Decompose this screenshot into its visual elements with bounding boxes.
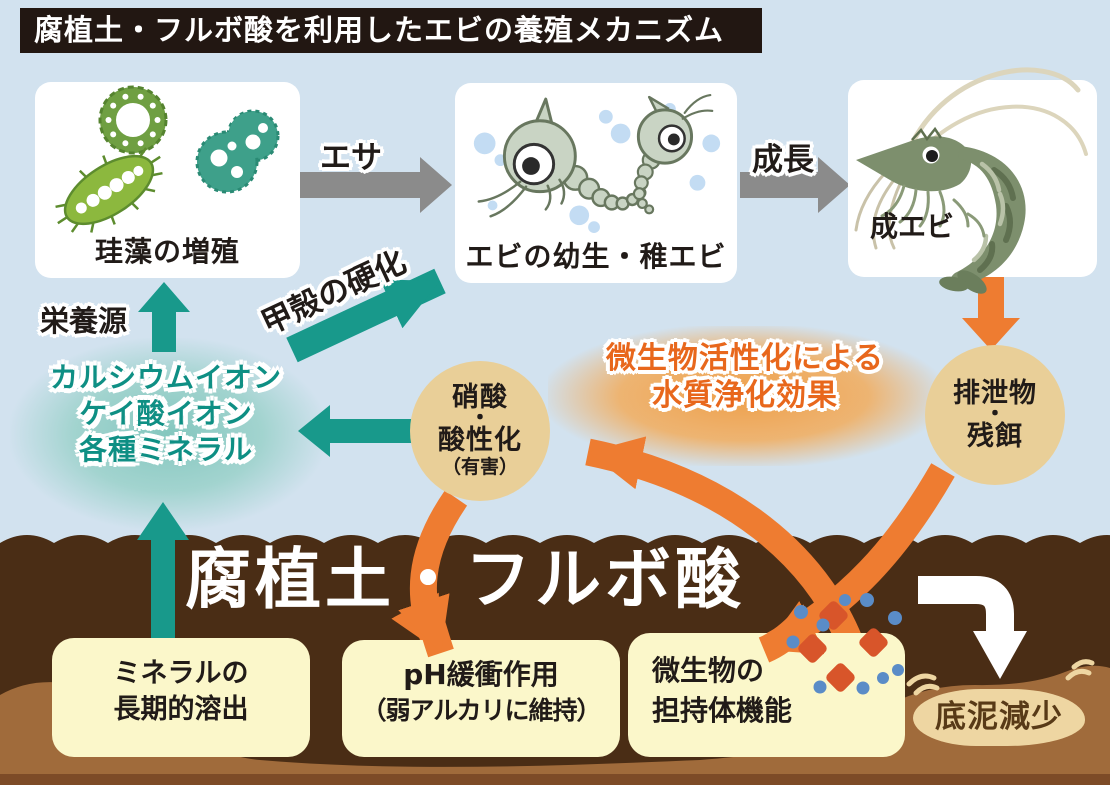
mineral-elution-line2: 長期的溶出 (113, 694, 249, 725)
nitrate-dot: ・ (468, 406, 491, 431)
adult-shrimp-box: 成エビ (848, 67, 1097, 294)
nitrate-note: （有害） (441, 456, 518, 478)
soil-bottom-strip (0, 774, 1110, 785)
soil-headline: 腐植土・フルボ酸 (185, 541, 745, 618)
diatom-illustration-icon (55, 85, 280, 233)
nitrate-circle: 硝酸 ・ 酸性化 （有害） (410, 361, 550, 501)
title-bar: 腐植土・フルボ酸を利用したエビの養殖メカニズム (20, 8, 762, 53)
purification-line1: 微生物活性化による (605, 341, 885, 376)
mineral-glow (10, 338, 326, 530)
waste-dot: ・ (983, 402, 1006, 427)
microbe-carrier-line2: 担持体機能 (652, 694, 793, 727)
mineral-elution-box: ミネラルの 長期的溶出 (52, 638, 310, 757)
sediment-arrow-head (973, 631, 1027, 679)
larvae-box: エビの幼生・稚エビ (455, 83, 737, 283)
sediment-arrow-stem (918, 576, 1014, 633)
mineral-line3: 各種ミネラル (78, 433, 253, 466)
ph-buffer-box: pH緩衝作用 （弱アルカリに維持） (342, 640, 620, 757)
ph-buffer-line1: pH緩衝作用 (403, 658, 559, 691)
waste-line2: 残餌 (967, 421, 1023, 452)
waste-line1: 排泄物 (953, 378, 1037, 409)
nitrate-line1: 硝酸 (452, 382, 508, 413)
waste-circle: 排泄物 ・ 残餌 (925, 345, 1065, 485)
nutrient-label: 栄養源 (40, 304, 128, 338)
diatom-box-label: 珪藻の増殖 (94, 235, 240, 268)
nitrate-line2: 酸性化 (438, 425, 522, 456)
mineral-line2: ケイ酸イオン (79, 397, 253, 430)
page-title: 腐植土・フルボ酸を利用したエビの養殖メカニズム (34, 13, 725, 47)
feed-arrow-label: エサ (320, 140, 382, 176)
larvae-illustration-icon (473, 94, 721, 234)
microbe-cluster-icon (786, 593, 904, 695)
growth-arrow-label: 成長 (752, 142, 814, 178)
diatom-box: 珪藻の増殖 (35, 82, 300, 278)
sediment-reduction-blob: 底泥減少 (913, 689, 1085, 746)
mineral-ion-text: カルシウムイオン ケイ酸イオン 各種ミネラル (12, 360, 320, 468)
mineral-line1: カルシウムイオン (49, 361, 282, 394)
purification-line2: 水質浄化効果 (652, 378, 838, 413)
ph-buffer-line2: （弱アルカリに維持） (361, 696, 601, 725)
larvae-box-label: エビの幼生・稚エビ (465, 240, 727, 273)
sediment-reduction-label: 底泥減少 (935, 699, 1063, 735)
adult-shrimp-box-label: 成エビ (870, 210, 955, 243)
adult-shrimp-illustration-icon (854, 67, 1088, 294)
mineral-elution-line1: ミネラルの (113, 658, 249, 689)
purification-text: 微生物活性化による 水質浄化効果 (558, 340, 932, 414)
